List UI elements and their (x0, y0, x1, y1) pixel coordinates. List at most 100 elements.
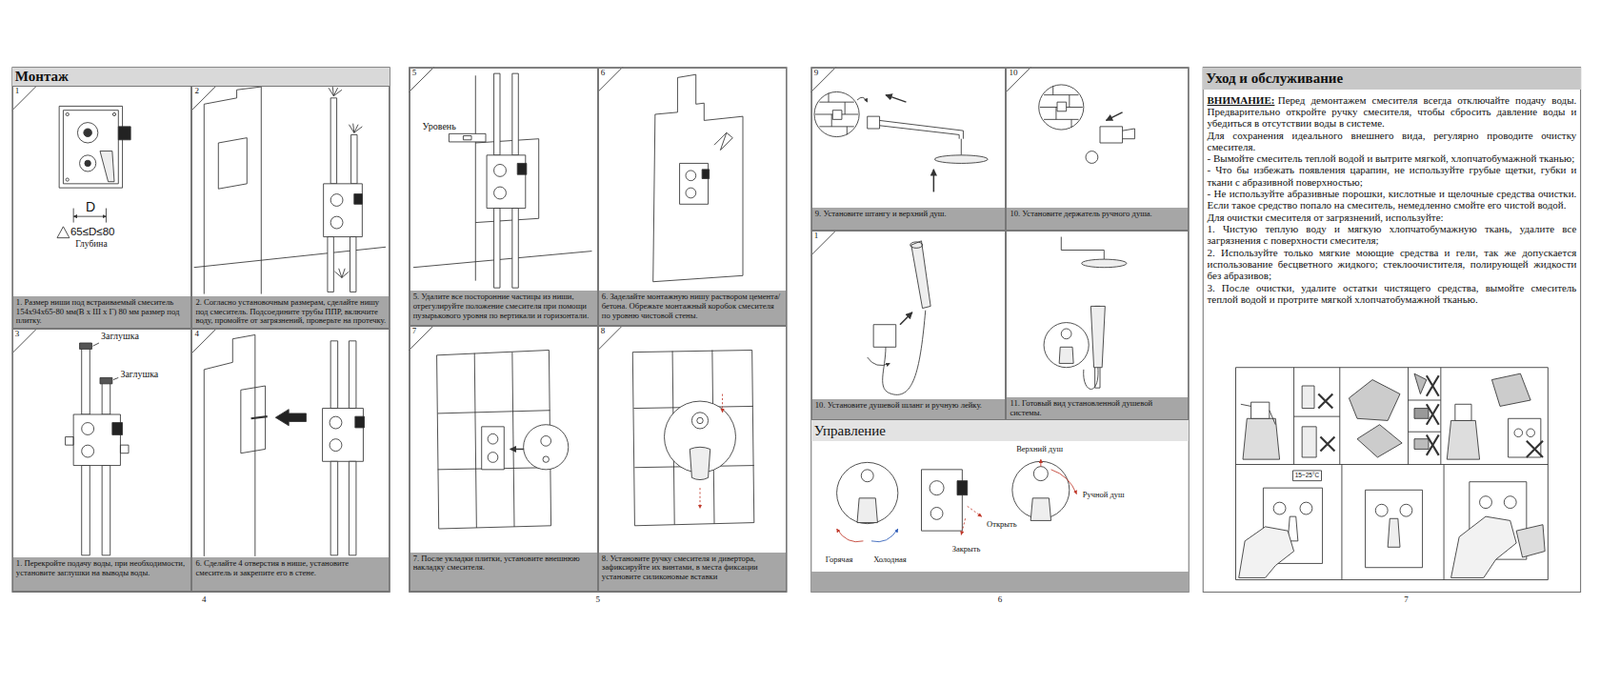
care-instruction: - Не используйте абразивные порошки, кис… (1207, 187, 1578, 211)
tile-handle-drawing (689, 446, 710, 480)
level-adjust-drawing (462, 136, 472, 140)
niche-box-drawing (65, 112, 69, 116)
step-number: 3 (15, 329, 20, 340)
section-title: Уход и обслуживание (1205, 69, 1343, 87)
care-pictogram (1526, 440, 1543, 458)
section-band: Монтаж (12, 67, 390, 86)
control-drawing (1040, 459, 1041, 467)
wall-niche-drawing (194, 86, 386, 295)
plugged-mixer-drawing (81, 444, 95, 458)
care-pictogram (1387, 518, 1400, 547)
care-pictogram (1251, 401, 1270, 419)
callout-label: Уровень (422, 121, 457, 133)
step-caption: 10. Установите держатель ручного душа. (1006, 207, 1188, 231)
care-pictogram (1414, 408, 1429, 420)
plugged-mixer-drawing (100, 377, 113, 383)
plugged-mixer-drawing (101, 465, 111, 556)
control-drawing (930, 507, 943, 520)
care-pictogram (1516, 524, 1545, 558)
level-adjust-drawing (517, 162, 527, 175)
corner-fold (191, 328, 217, 354)
drawing-scale (12, 67, 1581, 593)
page-frame (12, 67, 390, 593)
callout-label: Ручной душ (1082, 490, 1125, 500)
callout-label: Холодная (873, 555, 907, 564)
step-caption: 10. Установите душевой шланг и ручную ле… (812, 399, 1006, 420)
tile-cover-drawing (487, 452, 499, 463)
paragraph: - Не используйте абразивные порошки, кис… (1207, 187, 1578, 212)
care-pictogram (1320, 437, 1335, 452)
callout-label: 15~25°C (1295, 472, 1320, 480)
care-pictogram (1400, 503, 1413, 517)
page-number: 4 (201, 595, 207, 604)
care-pictogram (1236, 367, 1549, 580)
control-drawing (837, 461, 899, 523)
care-text: ВНИМАНИЕ:Перед демонтажем смесителя всег… (1207, 94, 1578, 306)
control-drawing (871, 528, 899, 542)
hand-shower-drawing (900, 312, 913, 325)
plastered-niche-drawing (653, 74, 743, 282)
plugged-mixer-drawing (113, 377, 119, 380)
care-instruction: - Что бы избежать появления царапин, не … (1207, 163, 1578, 187)
mount-mixer-drawing (330, 340, 339, 409)
hand-shower-drawing (873, 324, 897, 348)
mount-mixer-drawing (348, 340, 357, 409)
step-panel: 31. Перекройте подачу воды, при необходи… (12, 328, 193, 592)
shower-arm-drawing (933, 169, 936, 193)
tile-cover-drawing (481, 426, 505, 470)
step-number: 10 (1008, 68, 1018, 79)
care-pictogram (1240, 403, 1276, 424)
plugged-mixer-drawing (101, 381, 111, 415)
plastered-niche-drawing (685, 170, 697, 181)
step-panel: 88. Установите ручку смесителя и диверто… (598, 325, 787, 593)
niche-box-drawing (77, 122, 98, 143)
wall-niche-drawing (323, 183, 363, 238)
wall-niche-drawing (350, 237, 357, 293)
hand-shower-drawing (867, 357, 891, 366)
page-frame (1202, 67, 1580, 593)
care-pictogram (1426, 403, 1440, 424)
step-panel: 77. После укладки плитки, установите вне… (409, 325, 599, 593)
tile-handle-drawing (721, 394, 723, 413)
paragraph: - Вымойте смеситель теплой водой и вытри… (1207, 152, 1578, 164)
page-frame (811, 67, 1189, 593)
final-system-drawing (1083, 367, 1099, 390)
care-pictogram (1236, 367, 1549, 580)
niche-box-drawing (57, 226, 70, 239)
care-pictogram (1426, 375, 1440, 396)
wall-niche-drawing (351, 134, 358, 183)
step-number: 1 (15, 86, 20, 97)
niche-box-drawing (80, 155, 97, 172)
step-panel: 99. Установите штангу и верхний душ. (811, 67, 1007, 231)
care-pictogram (1414, 373, 1427, 394)
holder-drawing (1105, 112, 1122, 121)
control-drawing (967, 505, 982, 517)
step-panel: 110. Установите душевой шланг и ручную л… (811, 230, 1007, 420)
mount-mixer-drawing (203, 334, 364, 557)
page-frame (409, 67, 787, 593)
paragraph: Для сохранения идеального внешнего вида,… (1207, 129, 1578, 154)
caption-bar (811, 571, 1189, 592)
shower-arm-drawing (960, 139, 962, 156)
tile-cover-drawing (437, 350, 569, 530)
control-drawing (857, 498, 878, 523)
care-pictogram (1503, 496, 1517, 509)
corner-fold (811, 67, 837, 93)
mount-mixer-drawing (330, 460, 339, 556)
care-pictogram (1293, 470, 1322, 481)
final-system-drawing (1090, 305, 1105, 367)
paragraph: - Что бы избежать появления царапин, не … (1207, 163, 1578, 188)
shower-arm-drawing (867, 116, 880, 129)
corner-fold (811, 230, 837, 256)
plugged-mixer-drawing (65, 437, 75, 446)
final-system-drawing (1060, 328, 1072, 340)
step-panel: 46. Сделайте 4 отверстия в нише, установ… (191, 328, 390, 592)
care-instruction: Для сохранения идеального внешнего вида,… (1207, 129, 1578, 153)
plugged-mixer-drawing (93, 342, 100, 346)
page-number: 6 (998, 595, 1003, 604)
page-number: 5 (596, 595, 601, 604)
wall-niche-drawing (194, 246, 386, 267)
step-panel: 66. Заделайте монтажную нишу раствором ц… (598, 67, 787, 326)
level-adjust-drawing (448, 133, 486, 142)
care-pictogram (1300, 501, 1313, 515)
